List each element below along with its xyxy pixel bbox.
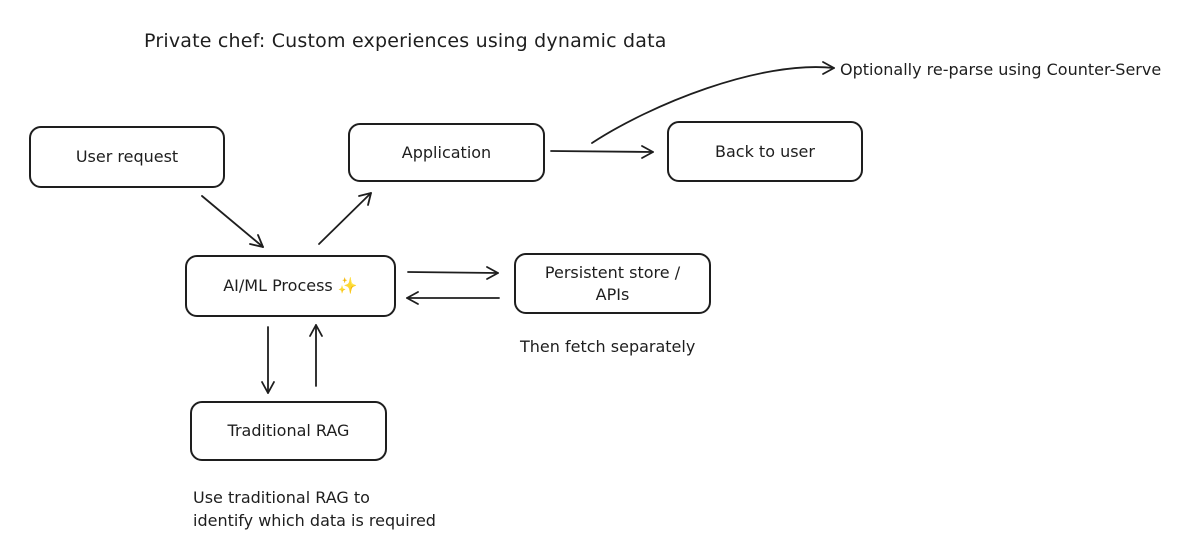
arrowhead-ai-to-traditional-rag (261, 381, 275, 394)
node-ai-ml-process: AI/ML Process ✨ (185, 255, 396, 317)
arrowhead-ai-to-persistent-store (486, 266, 499, 280)
node-traditional-rag: Traditional RAG (190, 401, 387, 461)
arrowhead-application-to-reparse (822, 61, 835, 75)
node-persistent-store-line2: APIs (595, 284, 630, 304)
annotation-rag-note: Use traditional RAG to identify which da… (193, 486, 436, 532)
node-traditional-rag-label: Traditional RAG (227, 421, 350, 441)
node-back-to-user: Back to user (667, 121, 863, 182)
annotation-fetch-separately: Then fetch separately (520, 337, 696, 356)
node-back-to-user-label: Back to user (715, 141, 815, 161)
arrow-application-to-back-to-user (550, 150, 654, 153)
arrowhead-ai-to-application (358, 192, 372, 206)
node-persistent-store: Persistent store / APIs (514, 253, 711, 314)
annotation-rag-note-line1: Use traditional RAG to (193, 488, 370, 507)
node-ai-ml-process-text: AI/ML Process (223, 276, 333, 296)
node-ai-ml-process-label: AI/ML Process ✨ (223, 275, 358, 297)
sparkles-icon: ✨ (337, 276, 358, 296)
diagram-title: Private chef: Custom experiences using d… (144, 30, 667, 52)
arrow-user-request-to-ai (201, 195, 264, 248)
arrow-application-to-reparse (591, 66, 835, 144)
node-persistent-store-line1: Persistent store / (544, 262, 681, 282)
node-application: Application (348, 123, 545, 182)
arrowhead-user-request-to-ai (249, 234, 264, 248)
node-user-request: User request (29, 126, 225, 188)
node-application-label: Application (401, 142, 492, 162)
node-persistent-store-label: Persistent store / APIs (545, 262, 680, 305)
arrowhead-traditional-rag-to-ai (309, 324, 323, 337)
annotation-reparse: Optionally re-parse using Counter-Serve (840, 60, 1162, 79)
node-user-request-label: User request (75, 147, 179, 167)
arrow-ai-to-application (318, 192, 372, 245)
arrowhead-application-to-back-to-user (641, 145, 654, 159)
annotation-rag-note-line2: identify which data is required (193, 511, 436, 531)
arrowhead-persistent-store-to-ai (406, 291, 419, 305)
arrow-ai-to-persistent-store (407, 271, 499, 274)
